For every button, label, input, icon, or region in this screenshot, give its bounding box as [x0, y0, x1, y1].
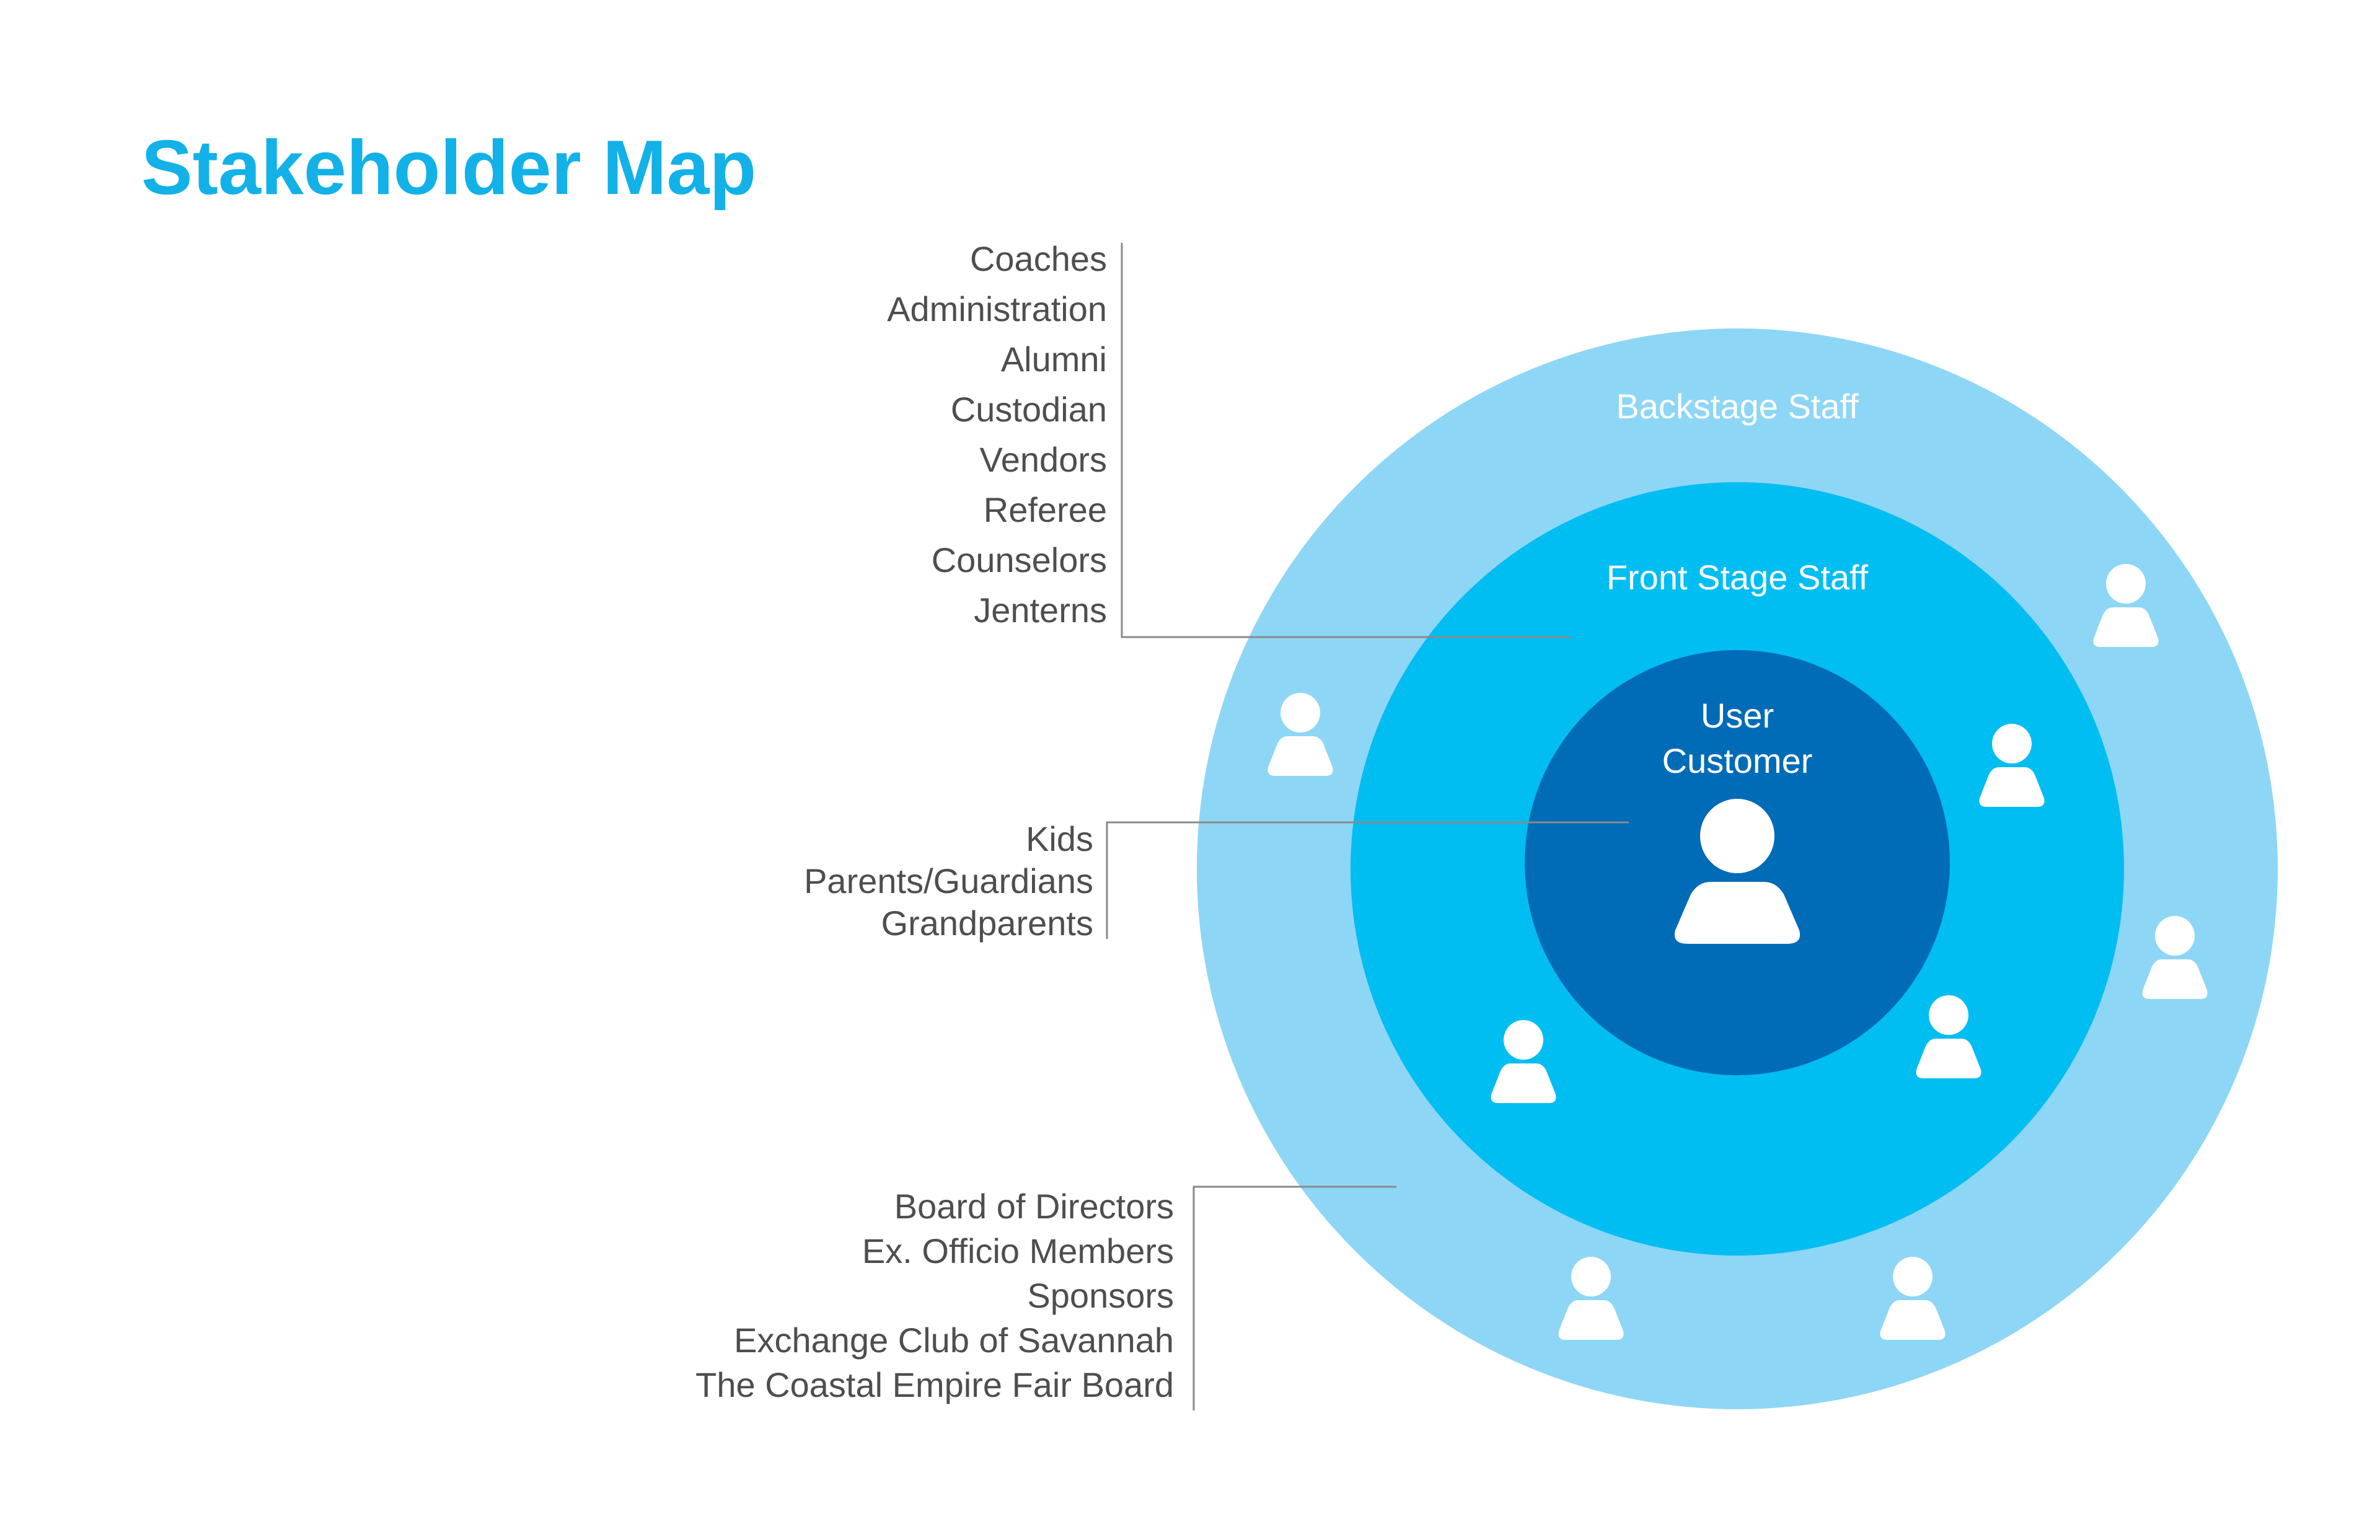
- list-item: Jenterns: [974, 591, 1107, 630]
- backstage-staff-list: Coaches Administration Alumni Custodian …: [887, 239, 1107, 630]
- list-item: Referee: [984, 490, 1107, 529]
- backstage-ring-label: Backstage Staff: [1616, 387, 1859, 426]
- list-item: Exchange Club of Savannah: [734, 1321, 1174, 1360]
- customer-label: Customer: [1662, 741, 1813, 780]
- users-bracket: [1106, 821, 1629, 939]
- list-item: Grandparents: [881, 904, 1093, 943]
- governance-bracket: [1192, 1186, 1396, 1410]
- users-list: Kids Parents/Guardians Grandparents: [804, 819, 1093, 943]
- backstage-bracket: [1121, 243, 1571, 638]
- list-item: The Coastal Empire Fair Board: [695, 1365, 1174, 1404]
- page-title: Stakeholder Map: [141, 125, 757, 211]
- list-item: Administration: [887, 289, 1107, 328]
- list-item: Kids: [1026, 819, 1093, 858]
- list-item: Alumni: [1001, 340, 1107, 379]
- list-item: Vendors: [980, 440, 1108, 479]
- front-stage-ring-label: Front Stage Staff: [1606, 558, 1869, 597]
- list-item: Coaches: [970, 239, 1107, 278]
- list-item: Custodian: [951, 390, 1107, 429]
- user-label: User: [1701, 696, 1774, 735]
- list-item: Counselors: [932, 540, 1107, 579]
- list-item: Parents/Guardians: [804, 861, 1093, 900]
- list-item: Ex. Officio Members: [862, 1231, 1174, 1270]
- governance-list: Board of Directors Ex. Officio Members S…: [695, 1187, 1174, 1404]
- list-item: Sponsors: [1027, 1276, 1174, 1315]
- list-item: Board of Directors: [894, 1187, 1174, 1226]
